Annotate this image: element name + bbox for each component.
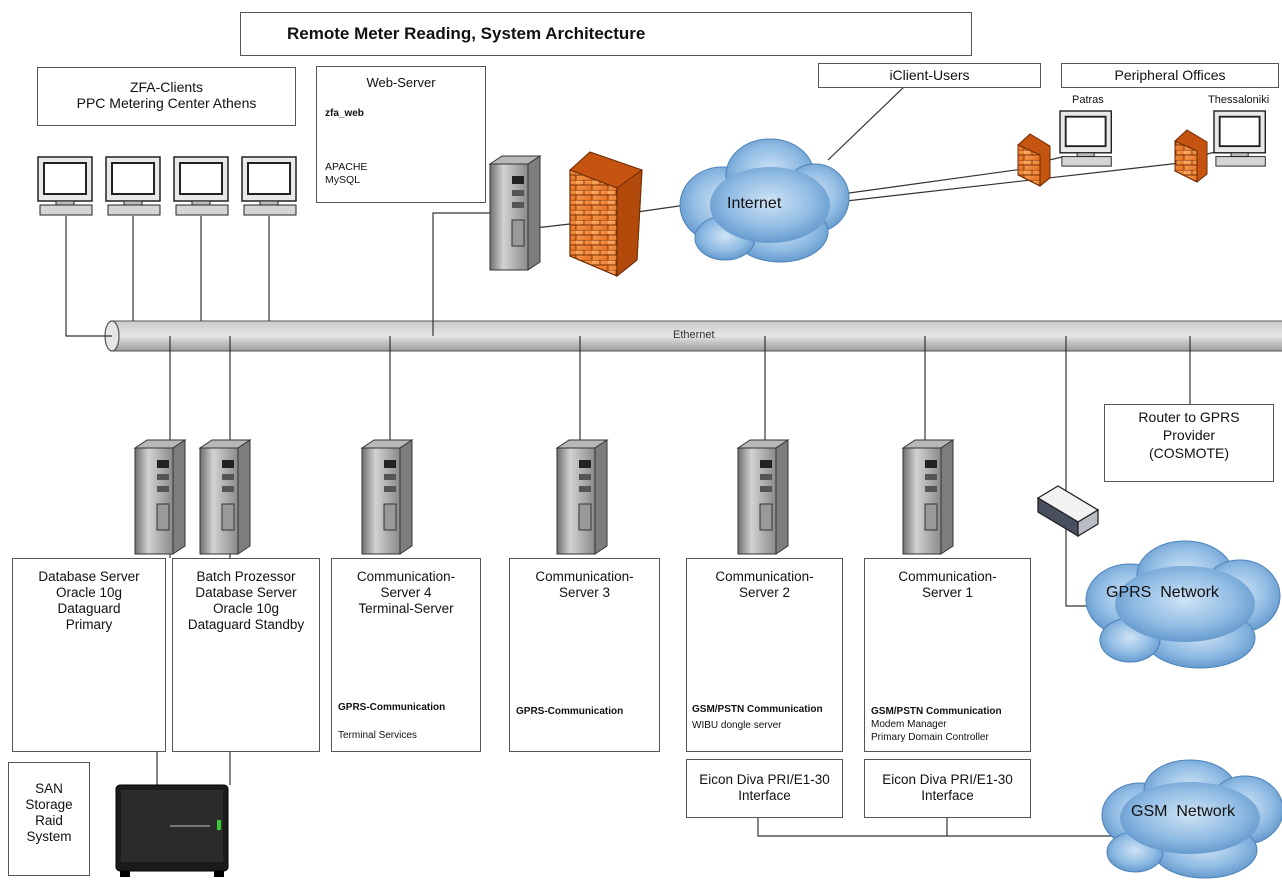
san-label-2: Storage [25,797,73,812]
firewall-icon-patras [1017,133,1051,187]
cs4-role: GPRS-Communication [338,702,446,713]
server-tower-cs3 [555,439,609,555]
eicon-interface-1-box: Eicon Diva PRI/E1-30 Interface [864,759,1031,818]
zfa-clients-box: ZFA-Clients PPC Metering Center Athens [37,67,296,126]
eicon2-label-2: Interface [738,788,791,803]
db-server-label-4: Primary [65,617,113,632]
batch-server-box: Batch Prozessor Database Server Oracle 1… [172,558,320,752]
server-tower-batch [198,439,252,555]
cs3-label-1: Communication- [535,569,634,584]
workstation-icon-patras [1059,110,1113,167]
site-thessaloniki-label: Thessaloniki [1208,94,1270,106]
cs2-detail: WIBU dongle server [692,720,782,731]
workstation-icon-3 [173,156,229,216]
gprs-cloud-icon [1085,540,1281,669]
batch-server-label-2: Database Server [195,585,297,600]
cs2-role: GSM/PSTN Communication [692,704,823,715]
server-tower-cs2 [736,439,790,555]
db-server-box: Database Server Oracle 10g Dataguard Pri… [12,558,166,752]
cs1-detail-2: Primary Domain Controller [871,732,989,743]
router-label-1: Router to GPRS [1138,409,1240,425]
san-storage-icon [115,784,229,877]
batch-server-label-4: Dataguard Standby [187,617,305,632]
comm-server-2-box: Communication- Server 2 GSM/PSTN Communi… [686,558,843,752]
web-server-app: zfa_web [325,108,364,119]
router-box: Router to GPRS Provider (COSMOTE) [1104,404,1274,482]
cs3-role: GPRS-Communication [516,706,624,717]
web-server-mysql: MySQL [325,174,361,186]
site-patras-label: Patras [1072,94,1104,106]
firewall-icon-thessaloniki [1174,129,1208,183]
web-server-title: Web-Server [366,75,436,90]
router-label-2: Provider [1162,427,1216,443]
ethernet-bus [104,320,1282,352]
san-box: SAN Storage Raid System [8,762,90,876]
cs1-label-2: Server 1 [921,585,974,600]
zfa-clients-label: ZFA-Clients [129,79,204,95]
cs1-role: GSM/PSTN Communication [871,706,1002,717]
router-label-3: (COSMOTE) [1148,445,1230,461]
gsm-network-label: GSM Network [1131,803,1236,820]
eicon1-label-1: Eicon Diva PRI/E1-30 [882,772,1013,787]
web-server-tower-icon [488,155,542,271]
cs1-label-1: Communication- [898,569,997,584]
title-box: Remote Meter Reading, System Architectur… [240,12,972,56]
eicon-interface-2-box: Eicon Diva PRI/E1-30 Interface [686,759,843,818]
gsm-cloud-icon [1101,759,1282,879]
peripheral-offices-label: Peripheral Offices [1114,67,1226,83]
page-title: Remote Meter Reading, System Architectur… [287,24,646,43]
cs4-detail: Terminal Services [338,730,417,741]
db-server-label-1: Database Server [38,569,140,584]
workstation-icon-thessaloniki [1213,110,1267,167]
cs3-label-2: Server 3 [558,585,611,600]
san-label-1: SAN [35,781,63,796]
workstation-icons [37,110,1267,216]
db-server-label-3: Dataguard [57,601,121,616]
san-label-4: System [26,829,72,844]
ethernet-label: Ethernet [673,329,715,341]
zfa-clients-sublabel: PPC Metering Center Athens [76,95,257,111]
eicon2-label-1: Eicon Diva PRI/E1-30 [699,772,830,787]
router-icon [1036,485,1100,538]
cs2-label-1: Communication- [715,569,814,584]
iclient-users-box: iClient-Users [818,63,1041,88]
db-server-label-2: Oracle 10g [55,585,123,600]
cs4-label-3: Terminal-Server [358,601,454,616]
server-tower-icons [133,439,955,555]
workstation-icon-4 [241,156,297,216]
comm-server-4-box: Communication- Server 4 Terminal-Server … [331,558,481,752]
web-server-apache: APACHE [325,161,368,173]
server-tower-cs1 [901,439,955,555]
cs1-detail-1: Modem Manager [871,719,947,730]
server-tower-db [133,439,187,555]
workstation-icon-2 [105,156,161,216]
cs4-label-2: Server 4 [380,585,432,600]
gprs-network-label: GPRS Network [1106,584,1219,601]
eicon1-label-2: Interface [921,788,974,803]
workstation-icon-1 [37,156,93,216]
internet-label: Internet [727,195,782,212]
web-server-box: Web-Server zfa_web APACHE MySQL [316,66,486,203]
comm-server-3-box: Communication- Server 3 GPRS-Communicati… [509,558,660,752]
iclient-users-label: iClient-Users [889,67,970,83]
cs2-label-2: Server 2 [738,585,791,600]
san-label-3: Raid [35,813,63,828]
firewall-icon [569,151,643,278]
network-links [65,85,1216,837]
internet-cloud-icon [679,138,850,263]
comm-server-1-box: Communication- Server 1 GSM/PSTN Communi… [864,558,1031,752]
cs4-label-1: Communication- [356,569,456,584]
batch-server-label-3: Oracle 10g [212,601,280,616]
server-tower-cs4 [360,439,414,555]
batch-server-label-1: Batch Prozessor [196,569,296,584]
peripheral-offices-box: Peripheral Offices [1061,63,1279,88]
